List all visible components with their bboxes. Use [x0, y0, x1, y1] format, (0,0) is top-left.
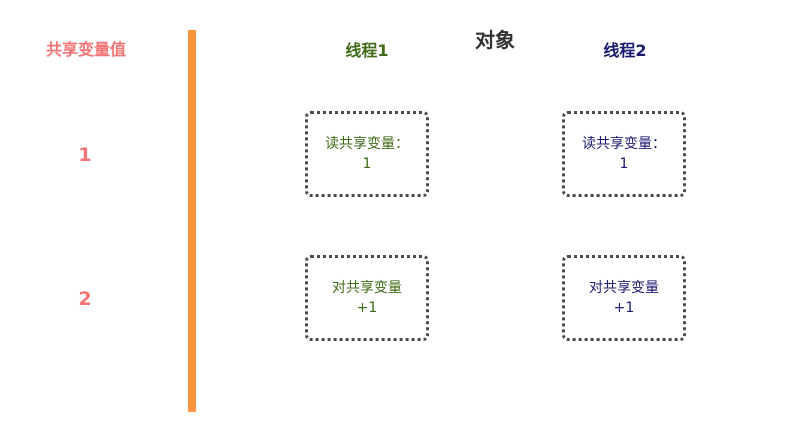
step-text-line-1: 对共享变量	[589, 280, 659, 296]
step-text-line-2: +1	[356, 300, 378, 316]
thread-1-increment-step: 对共享变量 +1	[305, 255, 429, 341]
vertical-divider	[188, 30, 196, 412]
thread-2-header: 线程2	[603, 41, 647, 60]
thread-1-read-step: 读共享变量： 1	[305, 111, 429, 197]
thread-2-increment-step: 对共享变量 +1	[562, 255, 686, 341]
shared-value-step-1: 1	[78, 144, 92, 166]
step-text-line-2: +1	[613, 300, 635, 316]
diagram-title: 对象	[475, 28, 515, 52]
step-text-line-1: 对共享变量	[332, 280, 402, 296]
thread-2-read-step: 读共享变量： 1	[562, 111, 686, 197]
shared-variable-header: 共享变量值	[45, 40, 126, 59]
thread-1-header: 线程1	[345, 41, 389, 60]
step-text-line-1: 读共享变量：	[582, 136, 666, 152]
shared-value-step-2: 2	[78, 288, 92, 310]
step-text-line-2: 1	[362, 156, 372, 172]
step-text-line-1: 读共享变量：	[325, 136, 409, 152]
step-text-line-2: 1	[619, 156, 629, 172]
